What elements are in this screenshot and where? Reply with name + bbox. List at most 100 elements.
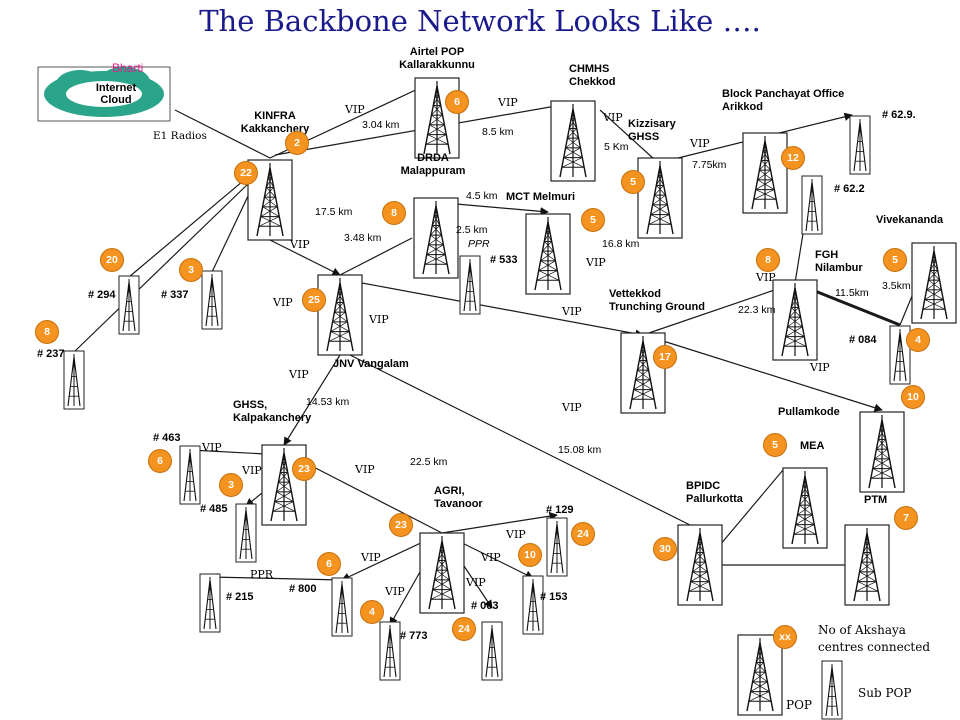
subpop-label-s294: # 294 bbox=[88, 289, 116, 301]
link-kinfra-s237 bbox=[73, 181, 251, 353]
link-jnv-vettekkod bbox=[361, 282, 644, 338]
subpop-label-s800: # 800 bbox=[289, 583, 317, 595]
akshaya-count-s237: 8 bbox=[35, 320, 59, 344]
legend-badge-text: No of Akshaya centres connected bbox=[818, 623, 931, 654]
link-type-vip: VIP bbox=[810, 361, 830, 374]
pop-tower-vivekananda bbox=[911, 242, 957, 324]
akshaya-count-s294: 20 bbox=[100, 248, 124, 272]
link-vettekkod-fgh bbox=[642, 282, 796, 336]
pop-label-ghss: GHSS, Kalpakanchery bbox=[233, 399, 312, 424]
link-jnv-drda bbox=[339, 237, 413, 276]
subpop-label-s153: # 153 bbox=[540, 591, 568, 603]
akshaya-count-drda: 8 bbox=[382, 201, 406, 225]
akshaya-count-s773: 4 bbox=[360, 600, 384, 624]
legend-badge: xx bbox=[773, 625, 797, 649]
pop-tower-chmhs bbox=[550, 100, 596, 182]
subpop-tower-s533 bbox=[459, 255, 481, 315]
link-type-vip: VIP bbox=[498, 96, 518, 109]
e1-radios-label: E1 Radios bbox=[153, 130, 207, 142]
akshaya-count-bpidc: 30 bbox=[653, 537, 677, 561]
pop-label-pullamkode: Pullamkode bbox=[778, 406, 840, 418]
akshaya-count-vivekananda: 5 bbox=[883, 248, 907, 272]
subpop-label-s463: # 463 bbox=[153, 432, 181, 444]
akshaya-count-fgh: 8 bbox=[756, 248, 780, 272]
page-title: The Backbone Network Looks Like …. bbox=[199, 4, 761, 38]
link-bpidc-mea bbox=[719, 469, 784, 546]
distance-label: 5 Km bbox=[604, 141, 629, 153]
link-type-vip: VIP bbox=[506, 528, 526, 541]
pop-label-chmhs: CHMHS Chekkod bbox=[569, 63, 616, 88]
subpop-tower-s629 bbox=[849, 115, 871, 175]
link-type-vip: VIP bbox=[242, 464, 262, 477]
pop-tower-mct bbox=[525, 213, 571, 295]
pop-label-kizzisary: Kizzisary GHSS bbox=[628, 118, 676, 143]
link-type-vip: VIP bbox=[290, 238, 310, 251]
pop-tower-drda bbox=[413, 197, 459, 279]
akshaya-count-kinfra-side: 22 bbox=[234, 161, 258, 185]
link-type-vip: VIP bbox=[481, 551, 501, 564]
pop-tower-vettekkod bbox=[620, 332, 666, 414]
distance-label: 8.5 km bbox=[482, 126, 514, 138]
subpop-label-s215: # 215 bbox=[226, 591, 254, 603]
subpop-label-s084: # 084 bbox=[849, 334, 877, 346]
link-chmhs-kizzisary bbox=[599, 109, 656, 161]
distance-label: 22.5 km bbox=[410, 456, 448, 468]
legend-pop-tower bbox=[737, 634, 783, 716]
link-jnv-bpidc bbox=[349, 354, 691, 526]
subpop-tower-s337 bbox=[201, 270, 223, 330]
link-drda-mct bbox=[455, 203, 549, 216]
link-type-vip: VIP bbox=[355, 463, 375, 476]
subpop-label-s237: # 237 bbox=[37, 348, 65, 360]
subpop-tower-s485 bbox=[235, 503, 257, 563]
akshaya-count-jnv: 25 bbox=[302, 288, 326, 312]
link-jnv-ghss bbox=[283, 354, 341, 446]
subpop-tower-s153 bbox=[522, 575, 544, 635]
distance-label: 2.5 km bbox=[456, 224, 488, 236]
subpop-label-s003: # 003 bbox=[471, 600, 499, 612]
link-type-vip: VIP bbox=[562, 401, 582, 414]
subpop-tower-s084 bbox=[889, 325, 911, 385]
internet-cloud-label: Internet Cloud bbox=[95, 82, 137, 106]
link-vettekkod-pullamkode bbox=[659, 339, 883, 412]
link-type-vip: VIP bbox=[756, 271, 776, 284]
pop-tower-mea bbox=[782, 467, 828, 549]
pop-label-ptm: PTM bbox=[864, 494, 888, 506]
akshaya-count-s463: 6 bbox=[148, 449, 172, 473]
link-s800-s215 bbox=[209, 572, 343, 582]
pop-label-agri: AGRI, Tavanoor bbox=[434, 485, 483, 510]
link-ghss-agri bbox=[299, 459, 443, 534]
link-kinfra-jnv bbox=[269, 239, 341, 276]
link-type-vip: VIP bbox=[603, 111, 623, 124]
pop-tower-bpidc bbox=[677, 524, 723, 606]
subpop-tower-s294 bbox=[118, 275, 140, 335]
subpop-tower-s800 bbox=[331, 577, 353, 637]
pop-label-drda: DRDA Malappuram bbox=[400, 152, 466, 177]
pop-label-jnv: JNV Vangalam bbox=[333, 358, 409, 370]
distance-label: 11.5km bbox=[835, 287, 869, 299]
distance-label: 16.8 km bbox=[602, 238, 640, 250]
subpop-label-s533: # 533 bbox=[490, 254, 518, 266]
akshaya-count-mct: 5 bbox=[581, 208, 605, 232]
link-type-vip: VIP bbox=[690, 137, 710, 150]
pop-label-fgh: FGH Nilambur bbox=[815, 249, 863, 274]
akshaya-count-s337: 3 bbox=[179, 258, 203, 282]
subpop-label-s622: # 62.2 bbox=[834, 183, 865, 195]
pop-label-airtel: Airtel POP Kallarakkunnu bbox=[399, 46, 475, 71]
link-type-vip: VIP bbox=[361, 551, 381, 564]
subpop-tower-s463 bbox=[179, 445, 201, 505]
akshaya-count-s003: 24 bbox=[452, 617, 476, 641]
subpop-tower-s215 bbox=[199, 573, 221, 633]
pop-label-bpidc: BPIDC Pallurkotta bbox=[686, 480, 743, 505]
subpop-label-s773: # 773 bbox=[400, 630, 428, 642]
akshaya-count-agri: 23 bbox=[389, 513, 413, 537]
link-type-vip: VIP bbox=[289, 368, 309, 381]
akshaya-count-s800: 6 bbox=[317, 552, 341, 576]
pop-tower-block bbox=[742, 132, 788, 214]
akshaya-count-s153: 10 bbox=[518, 543, 542, 567]
link-type-vip: VIP bbox=[369, 313, 389, 326]
subpop-label-s129: # 129 bbox=[546, 504, 574, 516]
akshaya-count-kizzisary: 5 bbox=[621, 170, 645, 194]
legend-pop-label: POP bbox=[786, 698, 812, 712]
akshaya-count-mea: 5 bbox=[763, 433, 787, 457]
